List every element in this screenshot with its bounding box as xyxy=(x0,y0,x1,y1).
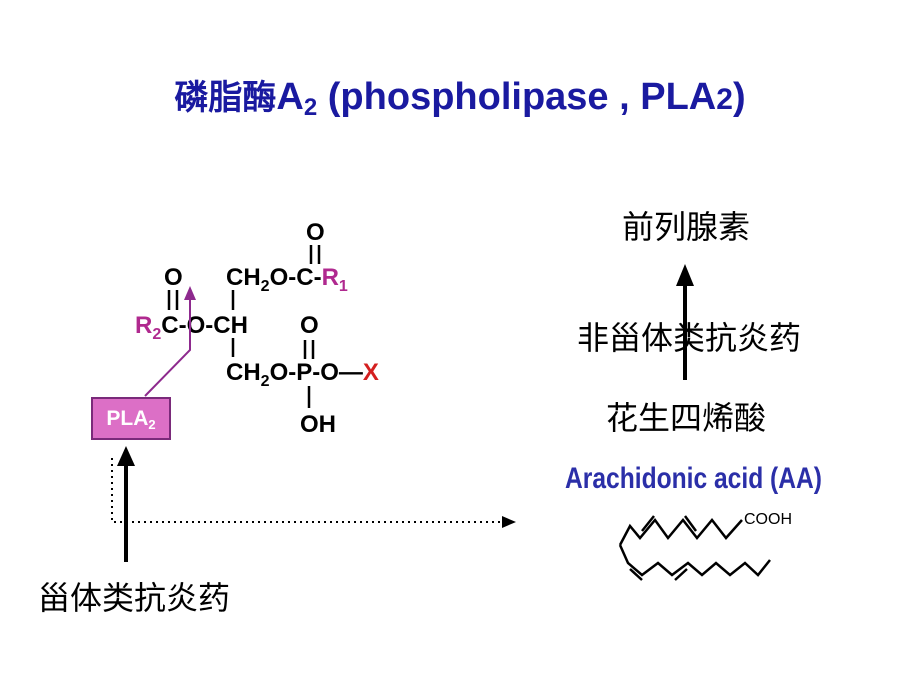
aa-double-bond-3 xyxy=(629,568,643,581)
pla2-sub: 2 xyxy=(148,417,156,432)
pla2-enzyme-box: PLA2 xyxy=(91,397,171,440)
cleavage-arrow-head xyxy=(184,286,196,300)
title-close: ) xyxy=(732,76,746,118)
carbonyl-o-left: O xyxy=(164,264,183,291)
aa-double-bond-1 xyxy=(641,515,655,532)
title-a: A xyxy=(276,76,304,118)
title-en: (phospholipase , PLA xyxy=(317,76,717,118)
aa-to-pg-arrow-head xyxy=(676,264,694,286)
steroid-label: 甾体类抗炎药 xyxy=(38,579,231,617)
title-two: 2 xyxy=(716,83,733,116)
phospholipid-structure: O CH2O-C-R1 O R2C-O-CH O CH2O-P-O—X OH xyxy=(135,219,379,438)
hydroxyl: OH xyxy=(300,411,336,438)
title-cn: 磷脂酶 xyxy=(174,78,277,118)
steroid-arrow-head xyxy=(117,446,135,466)
row2: R2C-O-CH xyxy=(135,312,248,343)
carbonyl-o-top: O xyxy=(306,219,325,246)
dotted-arrow-head xyxy=(502,516,516,528)
nsaid-label: 非甾体类抗炎药 xyxy=(577,319,802,357)
aa-cooh: COOH xyxy=(744,511,792,528)
aa-double-bond-4 xyxy=(674,568,688,581)
dotted-path-to-aa xyxy=(111,458,505,523)
page-title: 磷脂酶A2 (phospholipase , PLA2) xyxy=(0,70,920,122)
arachidonic-acid-skeleton xyxy=(618,515,771,581)
aa-double-bond-2 xyxy=(683,515,698,532)
title-a-sub: 2 xyxy=(303,94,318,121)
aa-upper-chain xyxy=(618,517,743,546)
row3: CH2O-P-O—X xyxy=(226,359,379,390)
row1-ch2: CH2O-C-R1 xyxy=(226,264,348,295)
phosphate-o: O xyxy=(300,312,319,339)
prostaglandin-label: 前列腺素 xyxy=(622,208,751,246)
aa-cn-label: 花生四烯酸 xyxy=(606,399,767,437)
cleavage-arrow-line xyxy=(144,296,191,397)
pla2-label: PLA xyxy=(106,407,149,430)
aa-en-label: Arachidonic acid (AA) xyxy=(565,462,822,495)
aa-lower-chain xyxy=(618,544,771,577)
